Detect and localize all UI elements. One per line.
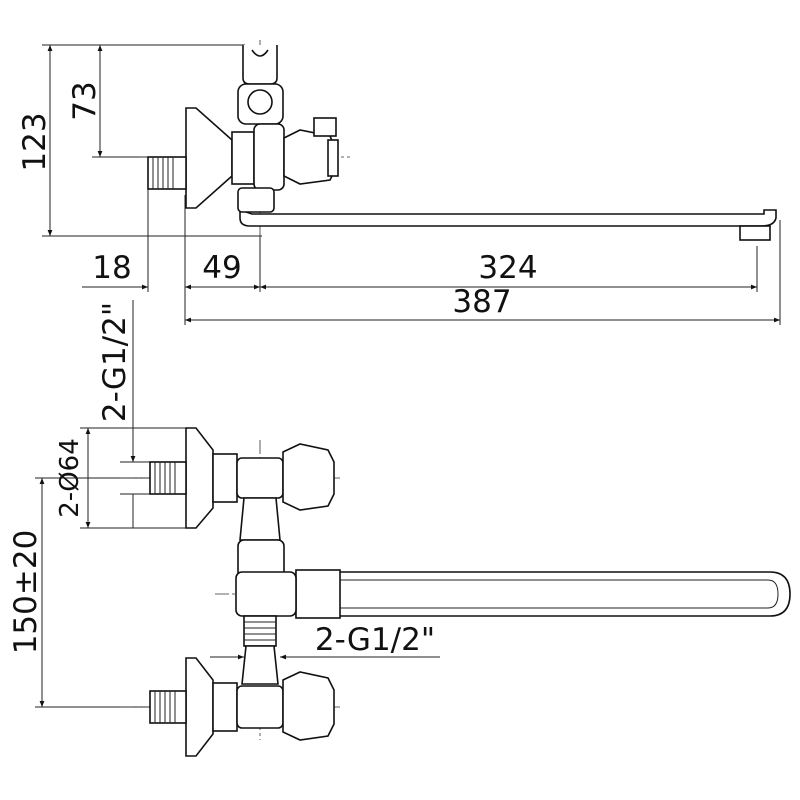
diverter-knob	[247, 89, 273, 115]
inlet-thread	[147, 156, 187, 190]
shower-holder-notch	[251, 49, 269, 57]
spout-swivel	[237, 187, 275, 213]
upper-valve-handle	[282, 443, 335, 511]
lower-valve-handle	[282, 671, 335, 741]
lower-riser	[241, 645, 279, 685]
dimension-label-thread-top: 2-G1/2"	[97, 302, 133, 422]
spout-arm	[239, 208, 777, 227]
dimension-label-thread-bottom: 2-G1/2"	[315, 622, 435, 658]
dimension-label-73: 73	[67, 81, 103, 120]
aerator	[739, 225, 771, 241]
upper-union-nut	[212, 453, 238, 503]
upper-thread-lines	[154, 462, 176, 494]
dimension-label-123: 123	[17, 112, 53, 171]
lower-wall-flange	[185, 657, 214, 757]
union-nut	[231, 131, 255, 185]
dimension-label-18: 18	[92, 250, 131, 286]
lower-valve-body	[236, 685, 284, 729]
upper-inlet-thread	[149, 461, 187, 495]
lower-thread-lines	[154, 691, 176, 723]
dimension-label-flange-diameter: 2-Ø64	[55, 438, 85, 517]
upper-wall-flange	[185, 427, 214, 529]
spout-collar	[295, 569, 341, 619]
lower-connector-thread-lines	[244, 621, 276, 641]
plan-view: 2-G1/2" 2-Ø64 150±20 2-G1/2"	[8, 300, 791, 757]
spout-swivel-plan	[235, 571, 297, 617]
dimension-label-324: 324	[478, 250, 537, 286]
handle-cap	[313, 117, 337, 137]
spout-plan-outline	[295, 571, 791, 617]
dimension-label-387: 387	[452, 284, 511, 320]
lower-connector-thread	[243, 615, 277, 647]
mixer-body	[253, 123, 285, 191]
lower-inlet-thread	[149, 690, 187, 724]
upper-valve-body	[236, 457, 284, 499]
dimension-label-center-distance: 150±20	[8, 530, 44, 655]
upper-riser	[239, 497, 281, 541]
spout-plan-inner	[340, 579, 779, 609]
dimension-label-49: 49	[202, 250, 241, 286]
wall-flange	[185, 107, 233, 209]
inlet-thread-lines	[152, 157, 174, 189]
lower-union-nut	[212, 682, 238, 732]
handle-end	[327, 139, 339, 177]
side-view: 123 73 18 49 324 387	[17, 40, 781, 325]
